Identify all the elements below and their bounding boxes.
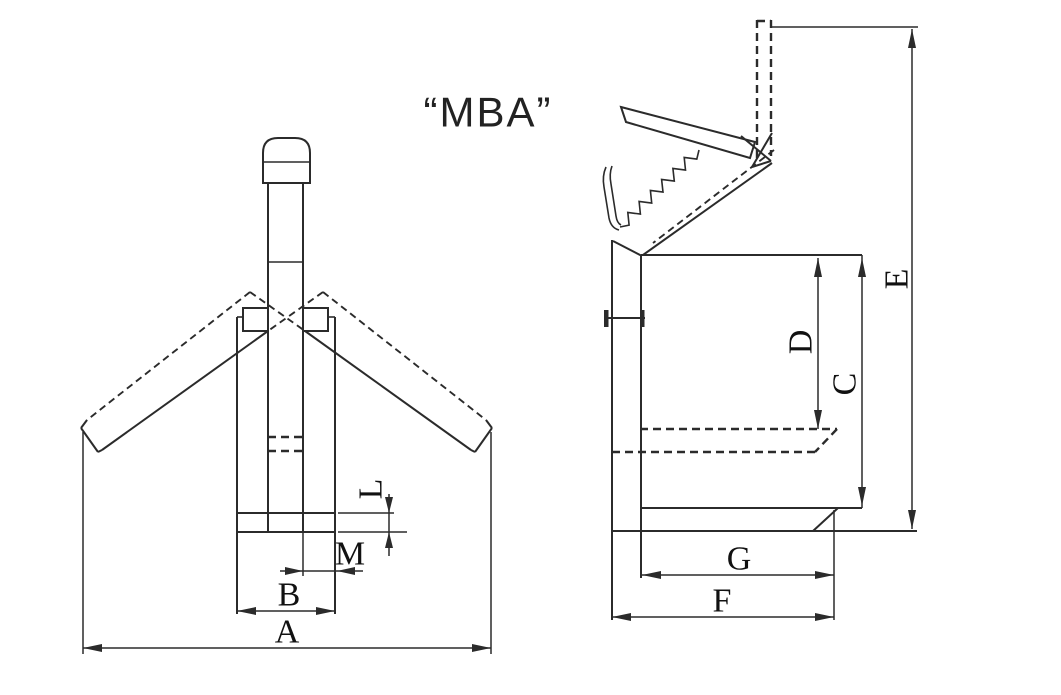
dimension-M: M: [280, 532, 365, 576]
pivot-blocks: [242, 307, 329, 332]
screw-shaft: [263, 182, 310, 532]
dim-label-l: L: [353, 479, 390, 500]
release-lever: [619, 105, 773, 168]
front-view: L M B A: [80, 137, 493, 654]
drawing-title: “MBA”: [424, 89, 553, 136]
yoke-frame: [236, 316, 336, 614]
dim-label-c: C: [827, 373, 864, 396]
dimension-G: G: [642, 510, 835, 620]
left-arm: [80, 291, 324, 453]
spring-coil: [619, 149, 700, 228]
dim-label-e: E: [879, 269, 916, 290]
dim-label-f: F: [713, 583, 732, 620]
right-arm: [249, 291, 493, 453]
dimension-L: L: [338, 479, 407, 556]
dimension-B: B: [237, 577, 335, 615]
clamp-body: [611, 240, 917, 620]
dimension-A: A: [82, 432, 492, 654]
movable-plate-dashed: [612, 427, 838, 454]
dim-label-d: D: [783, 330, 820, 355]
screw-head: [262, 137, 311, 184]
dim-label-a: A: [275, 614, 300, 651]
dimension-E: E: [772, 26, 918, 529]
spring-hook: [602, 165, 622, 231]
dimension-C: C: [827, 255, 866, 508]
dim-label-g: G: [727, 541, 752, 578]
dimension-D: D: [783, 258, 822, 429]
dimension-F: F: [612, 583, 834, 621]
suspension-rod-dashed: [755, 19, 773, 158]
pivot-pin: [604, 310, 645, 327]
side-arm: [642, 149, 775, 256]
dim-label-m: M: [335, 536, 365, 573]
dim-label-b: B: [278, 577, 301, 614]
side-view: D C E G F: [602, 19, 918, 621]
